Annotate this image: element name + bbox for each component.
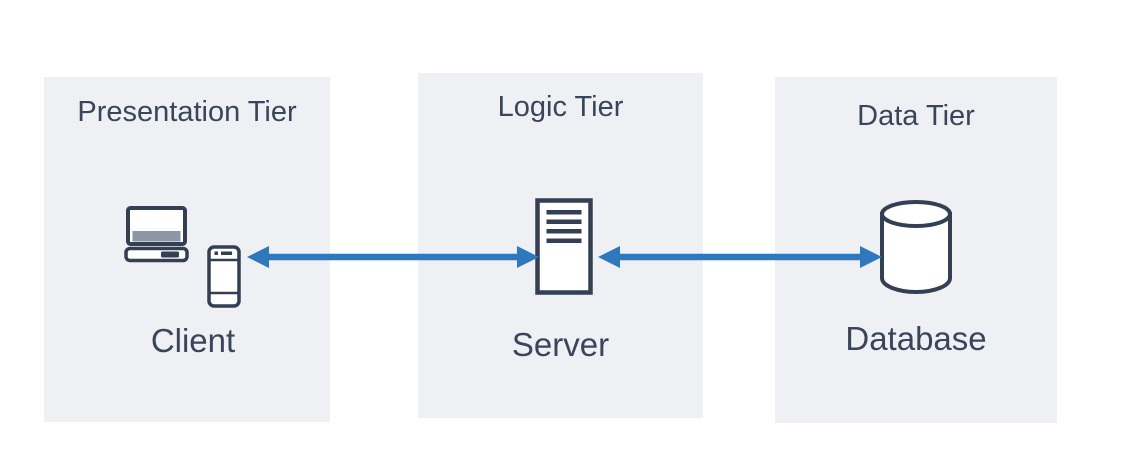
arrowhead-right-icon [517,246,539,268]
arrowhead-left-icon [598,246,620,268]
data-tier-label: Data Tier [857,100,975,132]
presentation-tier-label: Presentation Tier [77,96,297,128]
server-database-bidirectional-arrow [598,246,882,268]
database-node-label: Database [845,320,987,357]
database-icon [880,200,952,294]
laptop-icon [124,206,189,263]
logic-tier-label: Logic Tier [497,91,624,123]
server-node-label: Server [511,326,610,363]
server-icon [535,198,593,295]
arrowhead-right-icon [860,246,882,268]
smartphone-icon [207,245,241,308]
client-node-label: Client [150,322,236,359]
arrowhead-left-icon [247,246,269,268]
client-server-bidirectional-arrow [247,246,539,268]
